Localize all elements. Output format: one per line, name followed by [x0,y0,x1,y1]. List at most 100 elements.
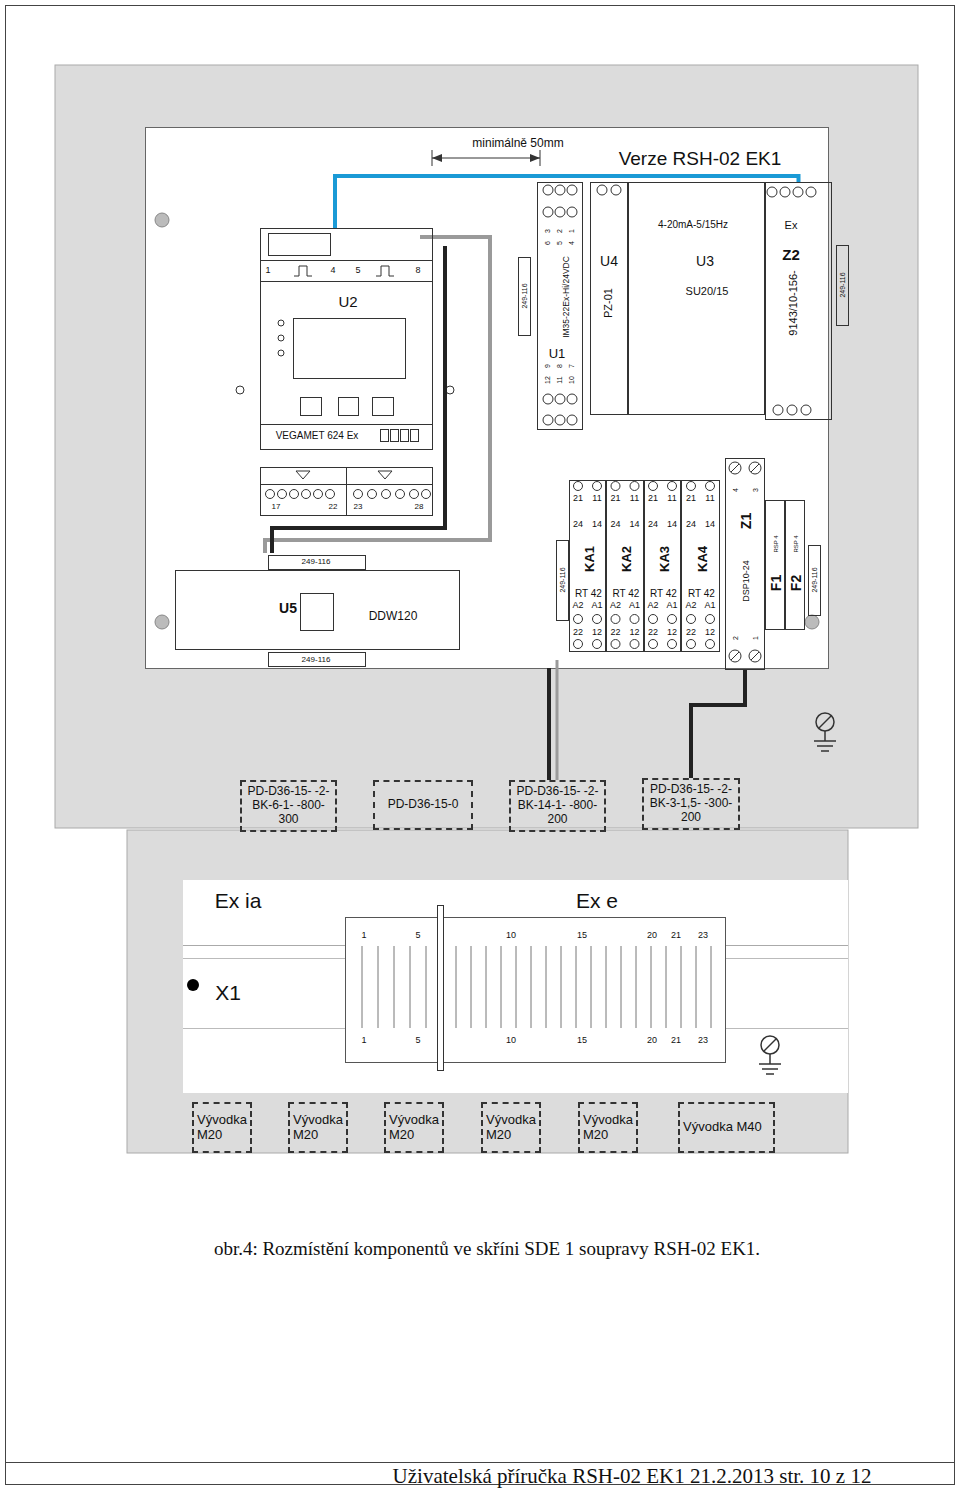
node-label: Z2 [782,247,800,262]
fuse-box: F2 RSP 4 [785,500,805,630]
part-label: 21 [648,494,658,503]
part-label: 21 [573,494,583,503]
node-label: F2 [789,575,803,591]
part-label: 1 [361,931,366,940]
node-label: U3 [696,254,714,268]
device-box: ExZ29143/10-156- [765,182,832,420]
cable-wire [691,670,745,778]
node-label: RSP 4 [793,535,799,552]
node-label: DSP10-24 [742,560,751,602]
part-label: 20 [647,1036,657,1045]
part-label: 28 [415,503,424,511]
node-label: F1 [769,575,783,591]
part-label: 23 [354,503,363,511]
node-label: Vývodka M20 [486,1113,536,1143]
part-label: 20 [647,931,657,940]
part-label: 11 [667,494,676,503]
part-label: 24 [573,520,583,529]
node-label: U4 [600,254,618,268]
cable-gland-box: PD-D36-15- -2-BK-3-1,5- -300-200 [642,778,740,830]
part-label: 2 [732,636,739,640]
part-label: 1 [568,229,575,233]
part-label: 1 [752,636,759,640]
part-label: 17 [272,503,281,511]
node-label: PD-D36-15- -2-BK-6-1- -800-300 [245,785,332,826]
fuse-box: F1 RSP 4 [765,500,785,630]
node-label: Z1 [739,513,753,529]
part-label: 12 [705,628,715,637]
node-label: X1 [215,982,241,1003]
node-label: KA4 [695,546,708,572]
part-label: 8 [415,266,420,275]
terminal-panel: Ex iaEx eX1 [183,880,848,1093]
device-box: U2VEGAMET 624 Ex [260,228,433,450]
node-label: U1 [549,347,566,360]
part-label: 11 [592,494,601,503]
part-label: minimálně 50mm [472,137,563,149]
part-label: A1 [666,601,677,610]
part-label: 3 [752,488,759,492]
part-label: 10 [506,931,516,940]
part-label: 8 [556,364,563,368]
part-label: 24 [610,520,620,529]
node-label: RT 42 [650,589,677,599]
part-label: 5 [556,241,563,245]
part-label: 6 [544,241,551,245]
relay-box: KA1 RT 42 [569,480,606,652]
version-title: Verze RSH-02 EK1 [619,149,782,168]
node-label: RSP 4 [773,535,779,552]
relay-box: KA2RT 42 [606,480,644,652]
part-label: 5 [355,266,360,275]
device-box: IM35-22Ex-Hi/24VDC U1 [537,182,583,430]
part-label: 22 [573,628,583,637]
part-label: 22 [686,628,696,637]
node-label: KA1 [582,546,595,572]
part-label: A1 [629,601,640,610]
part-label: 5 [415,1036,420,1045]
part-label: 249-116 [302,656,331,664]
part-label: 249-116 [811,567,818,592]
part-label: A1 [591,601,602,610]
cable-entry-box: Vývodka M20 [192,1102,252,1153]
part-label: 14 [705,520,715,529]
node-label: Ex e [576,890,618,911]
part-label: 21 [671,931,681,940]
part-label: 11 [556,376,563,383]
cable-gland-box: PD-D36-15-0 [373,780,473,830]
node-label: 4-20mA-5/15Hz [658,220,728,230]
part-label: 1 [265,266,270,275]
part-label: 9 [544,364,551,368]
part-label: 4 [330,266,335,275]
node-label: RT 42 [575,589,602,599]
node-label: Vývodka M20 [583,1113,633,1143]
node-label: 9143/10-156- [788,270,799,335]
part-label: 249-116 [839,272,846,297]
part-label: 249-116 [559,567,566,592]
part-label: 14 [629,520,639,529]
relay-box: KA4 RT 42 [681,480,720,652]
part-label: Uživatelská příručka RSH-02 EK1 21.2.201… [393,1466,872,1487]
part-label: 22 [648,628,658,637]
cable-entry-box: Vývodka M20 [578,1102,638,1153]
part-label: 10 [568,376,575,384]
node-label: SU20/15 [686,286,729,297]
part-label: 12 [592,628,602,637]
part-label: 249-116 [302,558,331,566]
part-label: 12 [544,376,551,384]
node-label: KA3 [657,546,670,572]
node-label: U2 [338,294,357,309]
cable-entry-box: Vývodka M40 [678,1102,775,1153]
power-supply-box: Z1DSP10-24 [725,458,765,670]
part-label: 21 [671,1036,681,1045]
relay-box: KA3 RT 42 [644,480,681,652]
part-label: 12 [667,628,677,637]
node-label: RT 42 [688,589,715,599]
part-label: 7 [568,364,575,368]
part-label: 249-116 [521,283,528,308]
node-label: IM35-22Ex-Hi/24VDC [562,256,571,338]
part-label: 4 [732,488,739,492]
node-label: DDW120 [369,610,418,622]
